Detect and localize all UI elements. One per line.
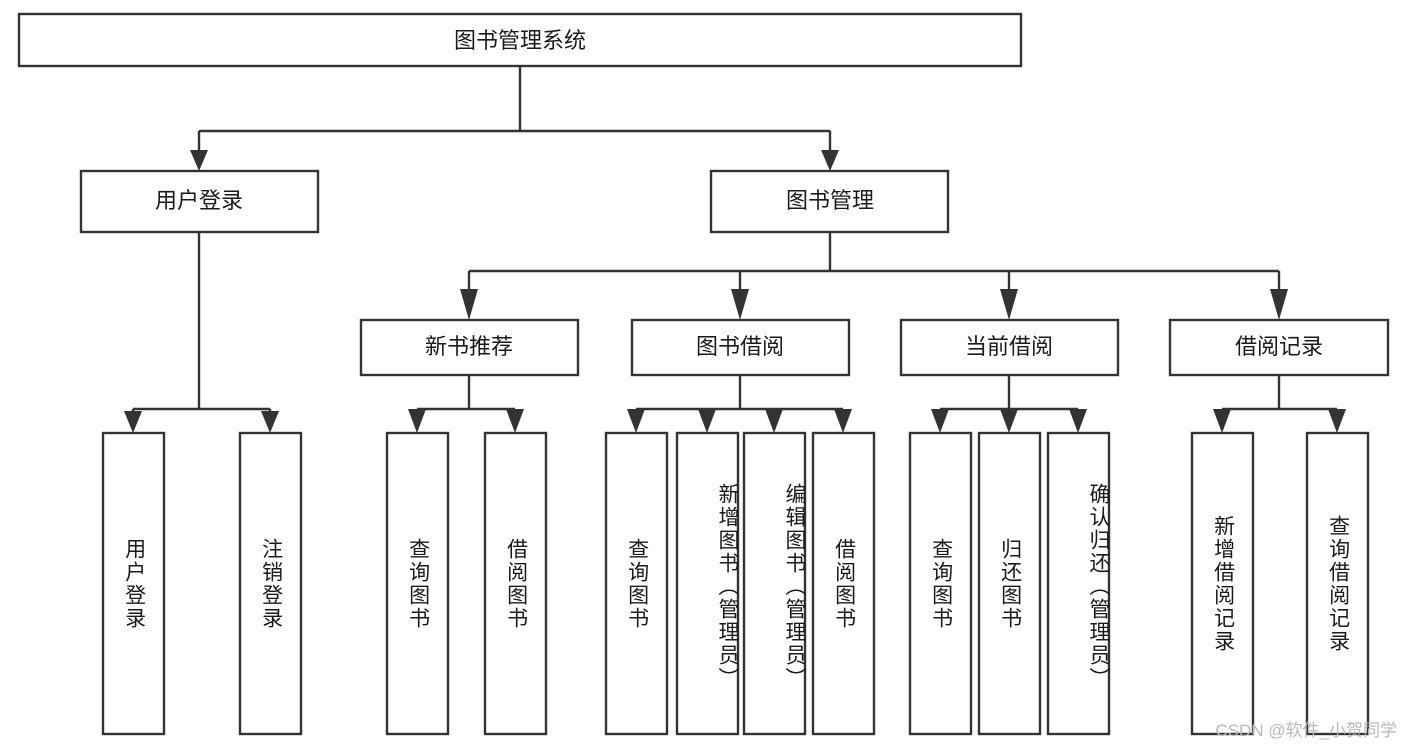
- node-new-book-recommend-label: 新书推荐: [425, 334, 513, 359]
- arrow-head-level3-0: [460, 289, 478, 320]
- arrow-head-currentborrow-1: [1000, 409, 1018, 433]
- node-current-borrow-label: 当前借阅: [965, 334, 1053, 359]
- arrow-head-borrowrecord-1: [1328, 409, 1346, 433]
- leaf-box-new-book-0[interactable]: [385, 431, 450, 736]
- watermark-text: CSDN @软件_小贺同学: [1215, 721, 1397, 740]
- arrow-head-newbook-0: [408, 409, 426, 433]
- arrow-head-level3-1: [731, 289, 749, 320]
- arrow-head-borrowrecord-0: [1213, 409, 1231, 433]
- leaf-box-user-login-0[interactable]: [101, 431, 166, 736]
- arrow-head-newbook-1: [506, 409, 524, 433]
- leaf-box-book-borrow-1[interactable]: [675, 431, 740, 736]
- node-book-management-label: 图书管理: [786, 188, 874, 213]
- arrow-head-bookborrow-3: [834, 409, 852, 433]
- node-new-book-recommend-box[interactable]: [359, 318, 580, 377]
- leaf-box-new-book-1[interactable]: [483, 431, 548, 736]
- leaf-box-user-login-1[interactable]: [238, 431, 303, 736]
- node-user-login-label: 用户登录: [155, 188, 243, 213]
- arrow-head-bookborrow-1: [698, 409, 716, 433]
- node-current-borrow-box[interactable]: [899, 318, 1120, 377]
- node-book-borrow-label: 图书借阅: [696, 334, 784, 359]
- node-root-box[interactable]: [17, 12, 1023, 68]
- node-book-management-box[interactable]: [709, 169, 950, 234]
- node-layer: 图书管理系统 用户登录 图书管理 新书推荐 图书借阅 当前借阅 借阅记录: [17, 12, 1390, 736]
- leaf-box-borrow-record-1[interactable]: [1305, 431, 1370, 736]
- leaf-box-current-borrow-2[interactable]: [1046, 431, 1111, 736]
- arrow-head-currentborrow-0: [931, 409, 949, 433]
- node-borrow-record-label: 借阅记录: [1235, 334, 1323, 359]
- arrow-head-bookborrow-0: [627, 409, 645, 433]
- arrow-head-level3-2: [1000, 289, 1018, 320]
- node-borrow-record-box[interactable]: [1168, 318, 1390, 377]
- node-user-login-box[interactable]: [79, 169, 320, 234]
- leaf-box-borrow-record-0[interactable]: [1190, 431, 1255, 736]
- leaf-box-book-borrow-3[interactable]: [811, 431, 876, 736]
- arrow-head-userlogin-0: [124, 411, 142, 433]
- leaf-box-book-borrow-2[interactable]: [742, 431, 807, 736]
- arrow-head-currentborrow-2: [1069, 409, 1087, 433]
- connector-layer: [124, 66, 1346, 433]
- arrow-head-bookborrow-2: [765, 409, 783, 433]
- leaf-box-current-borrow-0[interactable]: [908, 431, 973, 736]
- node-book-borrow-box[interactable]: [630, 318, 851, 377]
- leaf-box-current-borrow-1[interactable]: [977, 431, 1042, 736]
- arrow-head-userlogin-1: [261, 411, 279, 433]
- arrow-head-level2-1: [821, 150, 839, 171]
- arrow-head-level3-3: [1270, 289, 1288, 320]
- arrow-head-level2-0: [190, 150, 208, 171]
- node-root-label: 图书管理系统: [454, 28, 586, 53]
- leaf-box-book-borrow-0[interactable]: [604, 431, 669, 736]
